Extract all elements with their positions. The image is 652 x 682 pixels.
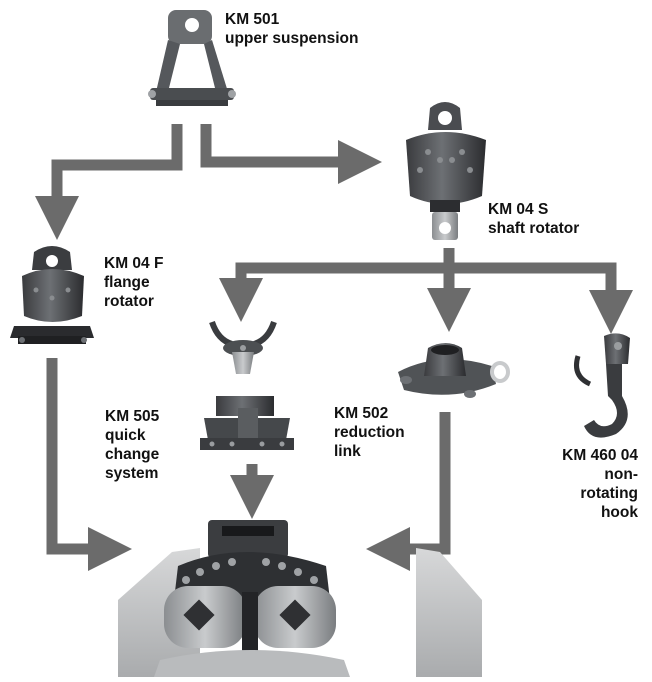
label-km-502-line-1: KM 502	[334, 405, 389, 422]
label-km-505-line-3: change	[105, 446, 160, 463]
label-km-501: KM 501 upper suspension	[225, 10, 359, 48]
label-km-04-f-line-2: flange	[104, 274, 150, 291]
label-km-04-f: KM 04 F flange rotator	[104, 254, 163, 311]
shaft-rotator-image	[406, 102, 486, 240]
label-km-460-04-line-3: rotating	[580, 485, 638, 502]
label-km-502-line-3: link	[334, 443, 361, 460]
label-km-505-line-1: KM 505	[105, 408, 160, 425]
reduction-link-image	[398, 343, 510, 398]
label-km-460-04-line-1: KM 460 04	[562, 447, 638, 464]
label-km-505: KM 505 quick change system	[105, 407, 159, 483]
arrow-501-to-04s	[200, 124, 382, 184]
grapple-head-image	[118, 520, 482, 677]
arrow-501-to-04f	[35, 124, 183, 240]
non-rotating-hook-image	[574, 333, 630, 438]
label-km-460-04-line-4: hook	[600, 504, 638, 521]
arrow-04s-to-460	[443, 262, 633, 334]
label-km-04-f-line-1: KM 04 F	[104, 255, 164, 272]
label-km-460-04: KM 460 04 non- rotating hook	[562, 446, 638, 522]
flange-rotator-image	[10, 246, 94, 344]
label-km-505-line-4: system	[105, 465, 159, 482]
arrow-502-to-grapple	[366, 412, 451, 571]
label-km-501-line-2: upper suspension	[225, 30, 359, 47]
label-km-502-line-2: reduction	[334, 424, 405, 441]
quick-change-system-image	[200, 320, 294, 450]
label-km-460-04-line-2: non-	[604, 466, 638, 483]
label-km-04-s-line-2: shaft rotator	[488, 220, 580, 237]
label-km-04-s: KM 04 S shaft rotator	[488, 200, 579, 238]
label-km-502: KM 502 reduction link	[334, 404, 405, 461]
upper-suspension-image	[148, 10, 236, 106]
flow-arrows	[35, 124, 633, 571]
label-km-501-line-1: KM 501	[225, 11, 280, 28]
arrow-04s-branch	[219, 248, 455, 322]
label-km-505-line-2: quick	[105, 427, 146, 444]
label-km-04-f-line-3: rotator	[104, 293, 154, 310]
label-km-04-s-line-1: KM 04 S	[488, 201, 549, 218]
arrow-04f-to-grapple	[46, 358, 132, 571]
